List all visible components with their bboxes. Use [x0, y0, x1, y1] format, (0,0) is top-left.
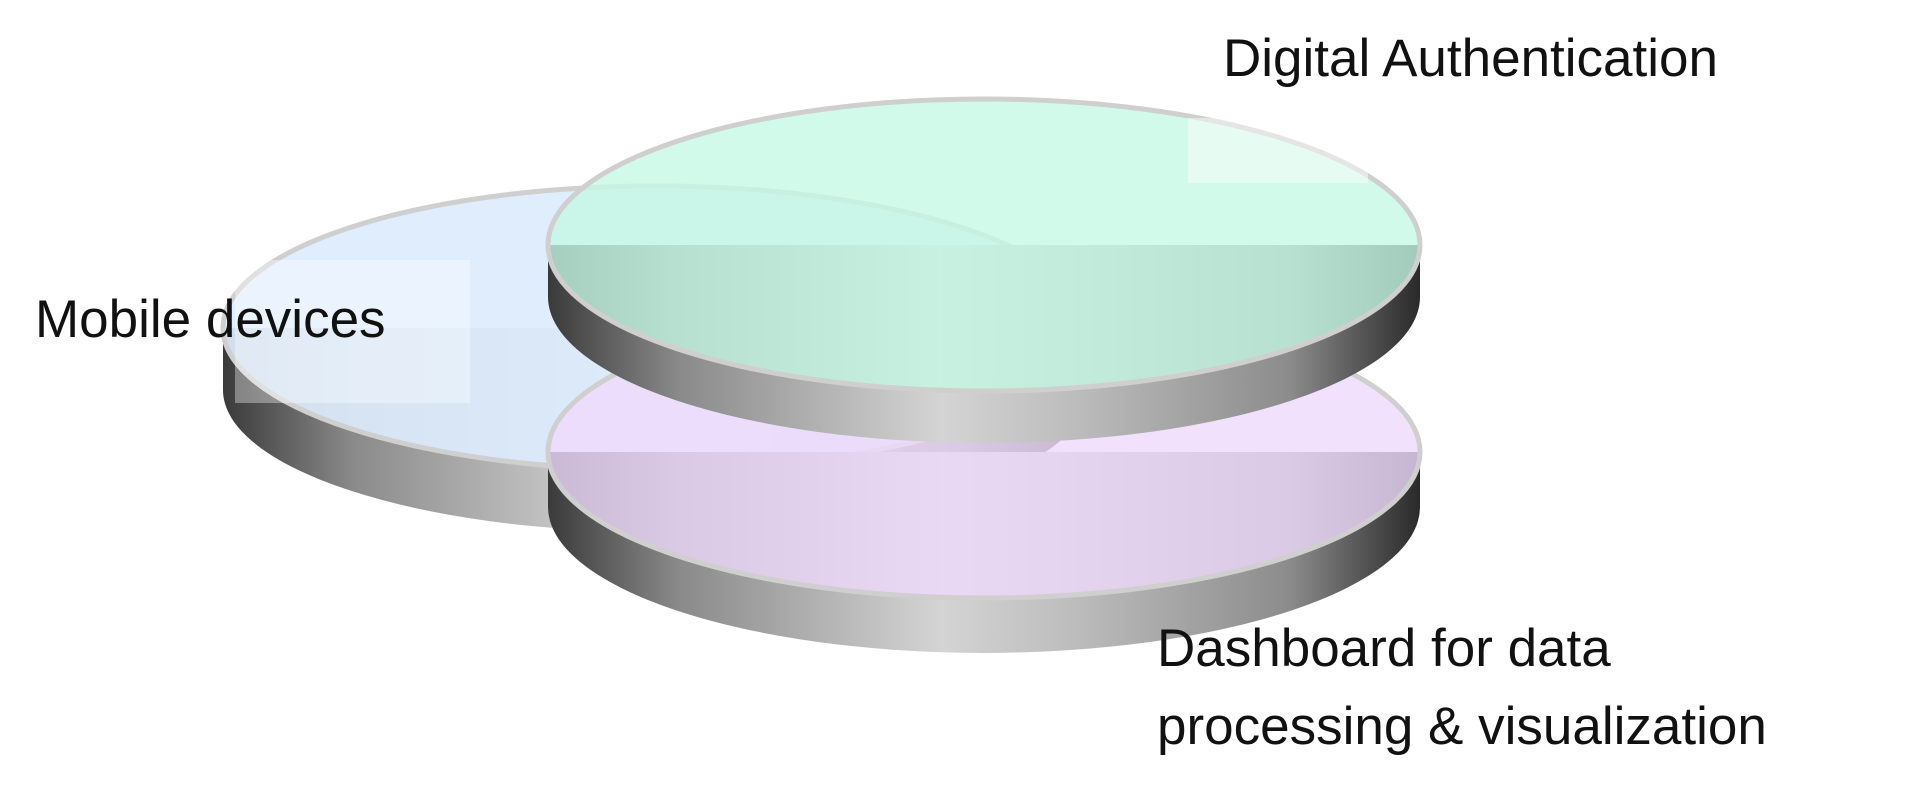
label-dashboard-line-2: processing & visualization [1157, 697, 1767, 756]
label-dashboard-line-1: Dashboard for data [1157, 619, 1611, 678]
label-mobile-devices: Mobile devices [35, 290, 386, 349]
label-digital-authentication: Digital Authentication [1223, 29, 1718, 88]
disk-auth [545, 96, 1423, 443]
